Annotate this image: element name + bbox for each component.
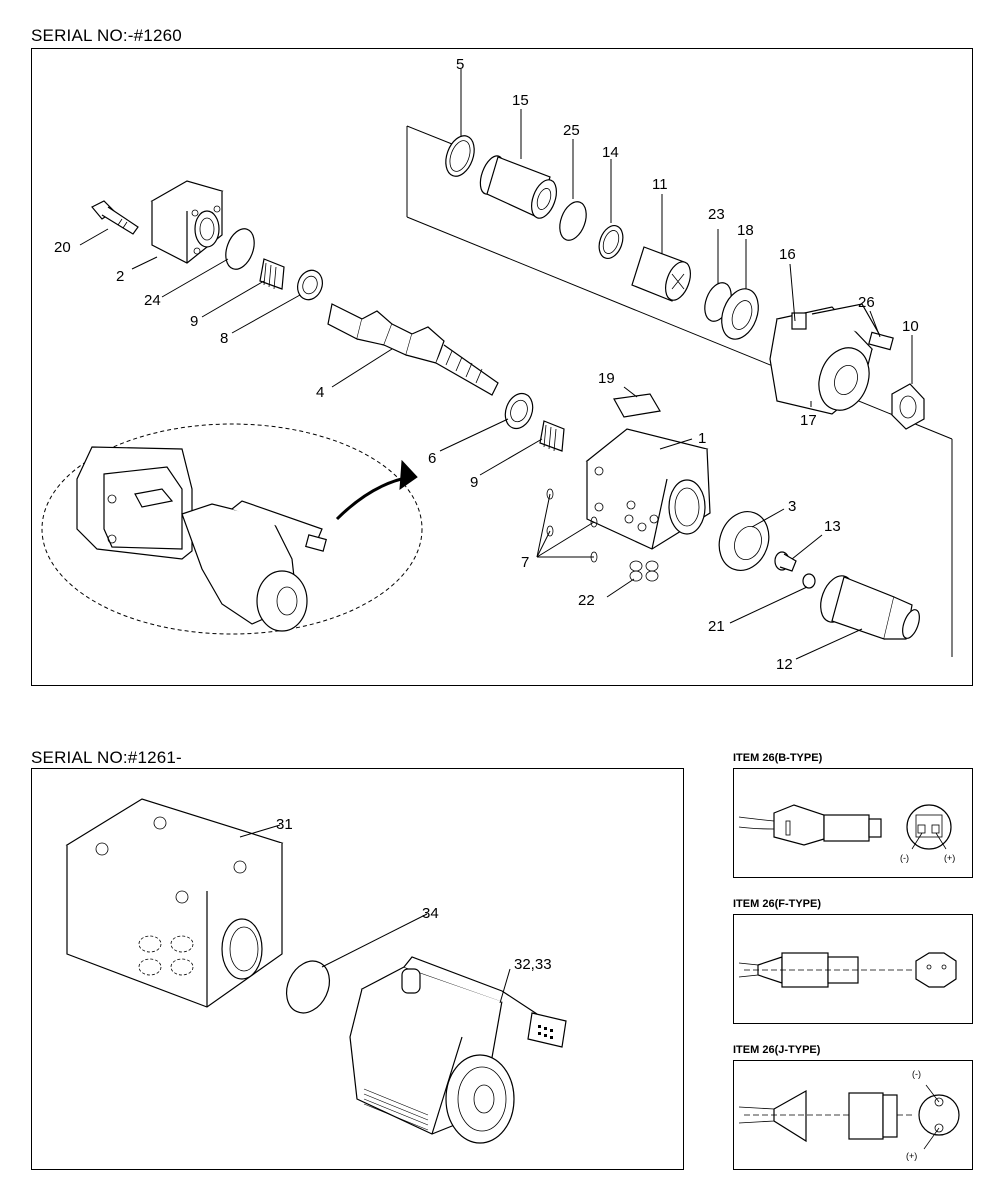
connector-b-drawing: (-) (+) xyxy=(738,804,955,863)
valve-block-part-31 xyxy=(65,798,284,1008)
callout-15: 15 xyxy=(512,92,529,109)
connector-j-panel: (-) (+) xyxy=(733,1060,973,1170)
callout-34: 34 xyxy=(422,905,439,922)
callout-17: 17 xyxy=(800,412,817,429)
ring-part-6 xyxy=(504,392,534,430)
exploded-view-panel: 5 15 25 14 11 23 18 16 26 10 17 20 2 24 … xyxy=(31,48,973,686)
connector-f-drawing xyxy=(738,952,957,988)
connector-j-title: ITEM 26(J-TYPE) xyxy=(733,1044,821,1056)
washer-part-18 xyxy=(721,288,759,340)
callout-23: 23 xyxy=(708,206,725,223)
callout-19: 19 xyxy=(598,370,615,387)
snap-ring-part-5 xyxy=(445,135,475,177)
assembly-frame xyxy=(406,125,953,657)
connector-b-neg: (-) xyxy=(900,853,909,863)
o-rings-part-22 xyxy=(629,560,659,582)
nameplate-part-19 xyxy=(613,393,661,418)
spring-part-9-upper xyxy=(259,258,285,290)
callout-21: 21 xyxy=(708,618,725,635)
connector-f-title: ITEM 26(F-TYPE) xyxy=(733,898,822,910)
connector-b-panel: (-) (+) xyxy=(733,768,973,878)
o-ring-part-21 xyxy=(802,573,816,589)
callout-9b: 9 xyxy=(470,474,478,491)
callout-9a: 9 xyxy=(190,313,198,330)
ring-part-14 xyxy=(598,224,624,260)
callout-12: 12 xyxy=(776,656,793,673)
callout-14: 14 xyxy=(602,144,619,161)
connector-b-title: ITEM 26(B-TYPE) xyxy=(733,752,823,764)
connector-j-neg: (-) xyxy=(912,1069,921,1079)
callout-13: 13 xyxy=(824,518,841,535)
callout-5: 5 xyxy=(456,56,464,73)
new-type-assembly-drawing: 31 34 32,33 xyxy=(65,798,567,1144)
callout-24: 24 xyxy=(144,292,161,309)
seal-ring-part-3 xyxy=(718,511,770,571)
o-ring-part-24 xyxy=(225,228,255,270)
spacer-part-8 xyxy=(297,269,323,301)
callout-16: 16 xyxy=(779,246,796,263)
sleeve-part-15 xyxy=(479,155,557,219)
bolt-part-20 xyxy=(91,200,139,235)
callout-26: 26 xyxy=(858,294,875,311)
callout-25: 25 xyxy=(563,122,580,139)
o-ring-part-25 xyxy=(559,201,587,241)
connector-f-panel xyxy=(733,914,973,1024)
callout-32-33: 32,33 xyxy=(514,956,552,973)
callout-20: 20 xyxy=(54,239,71,256)
solenoid-coil-part-17 xyxy=(769,303,891,415)
callout-1: 1 xyxy=(698,430,706,447)
tube-part-12 xyxy=(820,575,920,640)
spring-part-9-lower xyxy=(539,420,565,452)
filter-part-11 xyxy=(631,246,691,302)
callout-8: 8 xyxy=(220,330,228,347)
assembled-view-inset xyxy=(41,423,423,635)
solenoid-coil-part-32-33 xyxy=(349,956,567,1144)
new-type-assembly-panel: 31 34 32,33 xyxy=(31,768,684,1170)
callout-labels: 5 15 25 14 11 23 18 16 26 10 17 20 2 24 … xyxy=(54,56,919,673)
callout-18: 18 xyxy=(737,222,754,239)
callout-3: 3 xyxy=(788,498,796,515)
callout-7: 7 xyxy=(521,554,529,571)
connector-j-pos: (+) xyxy=(906,1151,917,1161)
section-title-bottom: SERIAL NO:#1261- xyxy=(31,748,182,767)
callout-6: 6 xyxy=(428,450,436,467)
exploded-view-drawing: 5 15 25 14 11 23 18 16 26 10 17 20 2 24 … xyxy=(41,56,953,673)
leader-lines xyxy=(79,69,913,660)
section-title-top: SERIAL NO:-#1260 xyxy=(31,26,182,45)
spool-part-4 xyxy=(327,303,499,396)
callout-22: 22 xyxy=(578,592,595,609)
cover-plate-part-2 xyxy=(150,180,224,264)
leader-lines-bottom xyxy=(239,824,511,1004)
connector-j-drawing: (-) (+) xyxy=(738,1069,960,1161)
callout-11: 11 xyxy=(652,176,668,193)
nut-part-10 xyxy=(891,383,925,430)
plug-part-13 xyxy=(774,551,797,572)
callout-31: 31 xyxy=(276,816,293,833)
callout-2: 2 xyxy=(116,268,124,285)
valve-body-part-1 xyxy=(585,428,711,550)
o-ring-part-34 xyxy=(285,960,331,1014)
connector-part-26 xyxy=(868,331,894,351)
callout-4: 4 xyxy=(316,384,324,401)
callout-10: 10 xyxy=(902,318,919,335)
connector-b-pos: (+) xyxy=(944,853,955,863)
